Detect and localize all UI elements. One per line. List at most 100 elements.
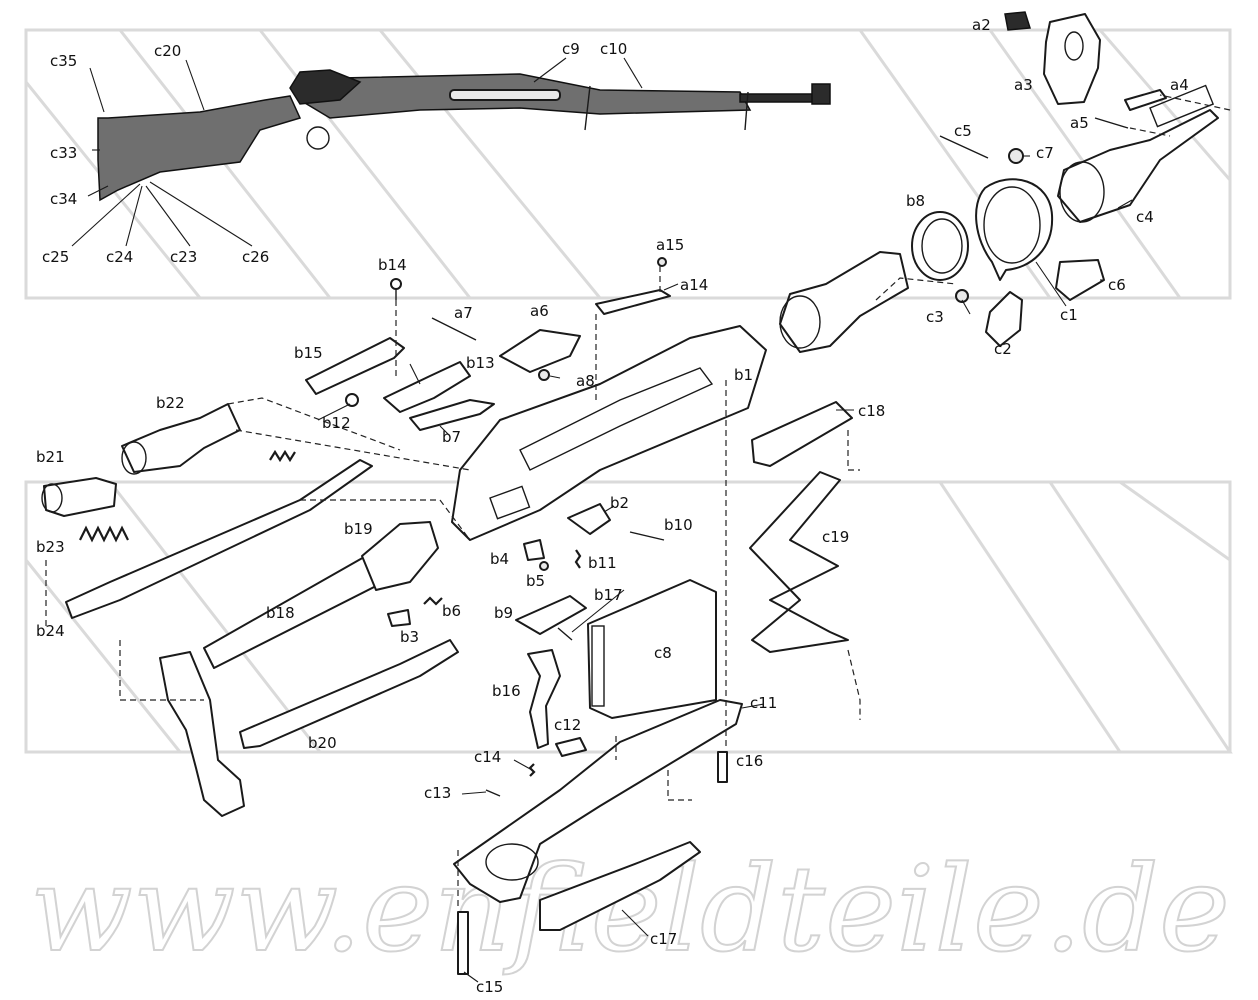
label-b10: b10 bbox=[664, 516, 693, 534]
label-c26: c26 bbox=[242, 248, 269, 266]
label-b8: b8 bbox=[906, 192, 925, 210]
part-labels: a2 a3 a4 a5 c5 c7 c4 b8 c6 c3 c1 c2 c35 … bbox=[36, 16, 1189, 996]
label-c35: c35 bbox=[50, 52, 77, 70]
part-firing-spring bbox=[269, 449, 296, 463]
label-c16: c16 bbox=[736, 752, 763, 770]
part-a14 bbox=[595, 289, 671, 315]
label-a7: a7 bbox=[454, 304, 473, 322]
part-a3-hole bbox=[1064, 31, 1084, 61]
label-b19: b19 bbox=[344, 520, 373, 538]
label-a14: a14 bbox=[680, 276, 708, 294]
label-c4: c4 bbox=[1136, 208, 1154, 226]
part-b6 bbox=[423, 596, 443, 606]
part-b8 bbox=[911, 211, 969, 281]
part-c7 bbox=[1008, 148, 1024, 164]
part-b5 bbox=[539, 561, 549, 571]
label-c15: c15 bbox=[476, 978, 503, 996]
label-c6: c6 bbox=[1108, 276, 1126, 294]
part-b19 bbox=[361, 521, 439, 591]
label-a4: a4 bbox=[1170, 76, 1189, 94]
rifle-action bbox=[289, 69, 362, 105]
label-c7: c7 bbox=[1036, 144, 1054, 162]
rifle-barrel bbox=[739, 93, 821, 103]
label-c8: c8 bbox=[654, 644, 672, 662]
rifle-stock-slot bbox=[449, 89, 561, 101]
part-c4 bbox=[1057, 109, 1219, 223]
part-c1 bbox=[975, 178, 1054, 281]
part-b21-face bbox=[41, 483, 63, 513]
part-c3 bbox=[955, 289, 969, 303]
rifle-assembled bbox=[97, 69, 831, 202]
part-b8-inner bbox=[921, 218, 963, 274]
part-b7 bbox=[409, 399, 495, 431]
rifle-trigger-guard bbox=[306, 126, 330, 150]
part-b1-receiver bbox=[451, 325, 767, 541]
part-b20 bbox=[239, 639, 459, 749]
label-b6: b6 bbox=[442, 602, 461, 620]
part-c18 bbox=[751, 401, 853, 467]
rifle-front-sight bbox=[811, 83, 831, 105]
part-c13 bbox=[485, 789, 501, 797]
label-a2: a2 bbox=[972, 16, 991, 34]
part-c8 bbox=[587, 579, 717, 719]
part-b16 bbox=[527, 649, 561, 749]
label-b13: b13 bbox=[466, 354, 495, 372]
label-b23: b23 bbox=[36, 538, 65, 556]
label-a6: a6 bbox=[530, 302, 549, 320]
label-c1: c1 bbox=[1060, 306, 1078, 324]
watermark-text: www.enfieldteile.de bbox=[30, 840, 1230, 978]
part-b11 bbox=[574, 549, 582, 569]
rifle-butt-stock bbox=[97, 95, 302, 202]
part-b14-head bbox=[390, 278, 402, 290]
label-c33: c33 bbox=[50, 144, 77, 162]
label-c11: c11 bbox=[750, 694, 777, 712]
label-c25: c25 bbox=[42, 248, 69, 266]
label-a8: a8 bbox=[576, 372, 595, 390]
label-b24: b24 bbox=[36, 622, 65, 640]
label-b17: b17 bbox=[594, 586, 623, 604]
part-b21 bbox=[43, 477, 117, 517]
part-b22 bbox=[121, 403, 241, 473]
label-b18: b18 bbox=[266, 604, 295, 622]
label-c2: c2 bbox=[994, 340, 1012, 358]
label-b3: b3 bbox=[400, 628, 419, 646]
label-c13: c13 bbox=[424, 784, 451, 802]
part-a7 bbox=[431, 317, 477, 341]
part-c16 bbox=[717, 751, 728, 783]
part-b12 bbox=[345, 393, 359, 407]
label-c20: c20 bbox=[154, 42, 181, 60]
part-c4-ring bbox=[1059, 161, 1105, 223]
label-b4: b4 bbox=[490, 550, 509, 568]
part-c5 bbox=[939, 135, 989, 159]
label-c9: c9 bbox=[562, 40, 580, 58]
part-b24 bbox=[65, 459, 373, 619]
label-c10: c10 bbox=[600, 40, 627, 58]
part-c17 bbox=[539, 841, 701, 931]
part-barrel-shroud-mouth bbox=[779, 295, 821, 349]
part-b23-spring bbox=[79, 525, 129, 543]
label-b20: b20 bbox=[308, 734, 337, 752]
label-b14: b14 bbox=[378, 256, 407, 274]
label-c19: c19 bbox=[822, 528, 849, 546]
part-a2 bbox=[1004, 11, 1031, 31]
label-a5: a5 bbox=[1070, 114, 1089, 132]
part-b17 bbox=[557, 627, 573, 641]
label-b21: b21 bbox=[36, 448, 65, 466]
rifle-band bbox=[584, 85, 591, 131]
leader-lines bbox=[71, 57, 1133, 983]
part-barrel-shroud bbox=[779, 251, 909, 353]
label-c12: c12 bbox=[554, 716, 581, 734]
label-b1: b1 bbox=[734, 366, 753, 384]
part-c11 bbox=[453, 699, 743, 903]
part-b13 bbox=[383, 361, 471, 413]
label-b5: b5 bbox=[526, 572, 545, 590]
part-c8-edge bbox=[591, 625, 605, 707]
part-c6 bbox=[1055, 259, 1105, 301]
label-c34: c34 bbox=[50, 190, 77, 208]
part-b15 bbox=[305, 337, 405, 395]
label-b2: b2 bbox=[610, 494, 629, 512]
part-c2 bbox=[985, 291, 1023, 347]
assembly-dash-lines bbox=[45, 94, 1231, 910]
part-a4 bbox=[1124, 89, 1167, 111]
